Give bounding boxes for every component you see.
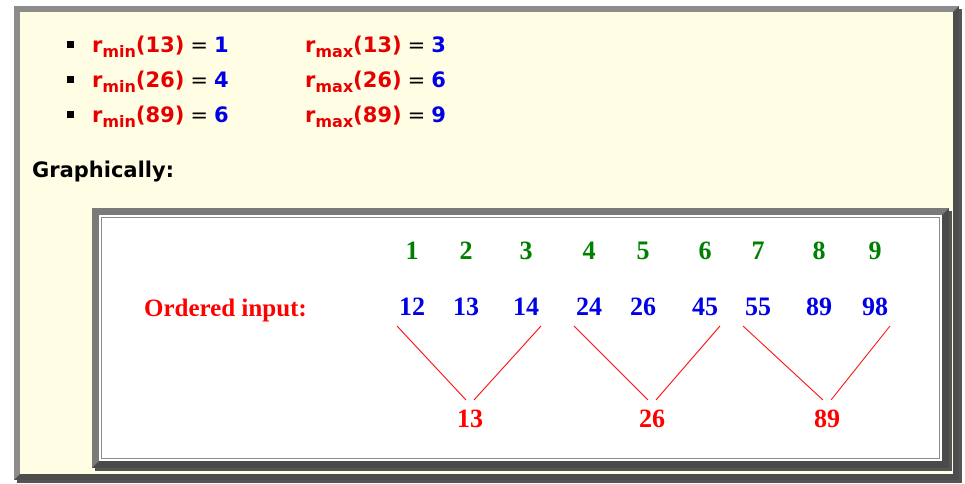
median-label: 89 — [814, 404, 840, 433]
rank-label: 7 — [752, 236, 765, 265]
rank-label: 6 — [699, 236, 712, 265]
value-row: 12 13 14 24 26 45 55 89 98 — [399, 292, 888, 321]
median-label: 26 — [639, 404, 665, 433]
value-label: 89 — [806, 292, 832, 321]
section-heading: Graphically: — [32, 158, 175, 182]
connector-line — [742, 325, 824, 401]
median-label: 13 — [457, 404, 483, 433]
value-label: 24 — [576, 292, 602, 321]
value-label: 98 — [862, 292, 888, 321]
connector-line — [573, 325, 649, 401]
ordered-input-label: Ordered input: — [144, 295, 307, 322]
rmax-expression: rmax(89)=9 — [305, 103, 446, 131]
content-panel: rmin(13)=1 rmax(13)=3 rmin(26)=4 rmax(26… — [14, 6, 959, 480]
rank-row: 1 2 3 4 5 6 7 8 9 — [406, 236, 882, 265]
rmin-expression: rmin(89)=6 — [92, 103, 229, 131]
value-label: 26 — [630, 292, 656, 321]
rmax-expression: rmax(26)=6 — [305, 68, 446, 96]
bullet-square-icon — [67, 41, 74, 48]
value-label: 13 — [453, 292, 479, 321]
value-label: 14 — [513, 292, 539, 321]
bullet-square-icon — [67, 111, 74, 118]
connector-line — [396, 325, 467, 401]
connector-line — [473, 325, 542, 401]
median-row: 13 26 89 — [457, 404, 840, 433]
value-label: 45 — [692, 292, 718, 321]
value-label: 12 — [399, 292, 425, 321]
bullet-square-icon — [67, 76, 74, 83]
rmin-expression: rmin(13)=1 — [92, 33, 229, 61]
rank-label: 1 — [406, 236, 419, 265]
rmax-expression: rmax(13)=3 — [305, 33, 446, 61]
value-label: 55 — [745, 292, 771, 321]
rank-label: 2 — [460, 236, 473, 265]
rank-label: 5 — [637, 236, 650, 265]
connector-line — [655, 325, 721, 401]
connector-line — [830, 325, 891, 401]
rank-label: 8 — [813, 236, 826, 265]
connector-lines — [396, 325, 891, 401]
rank-label: 3 — [520, 236, 533, 265]
rmin-expression: rmin(26)=4 — [92, 68, 229, 96]
rank-label: 4 — [583, 236, 596, 265]
rank-label: 9 — [869, 236, 882, 265]
